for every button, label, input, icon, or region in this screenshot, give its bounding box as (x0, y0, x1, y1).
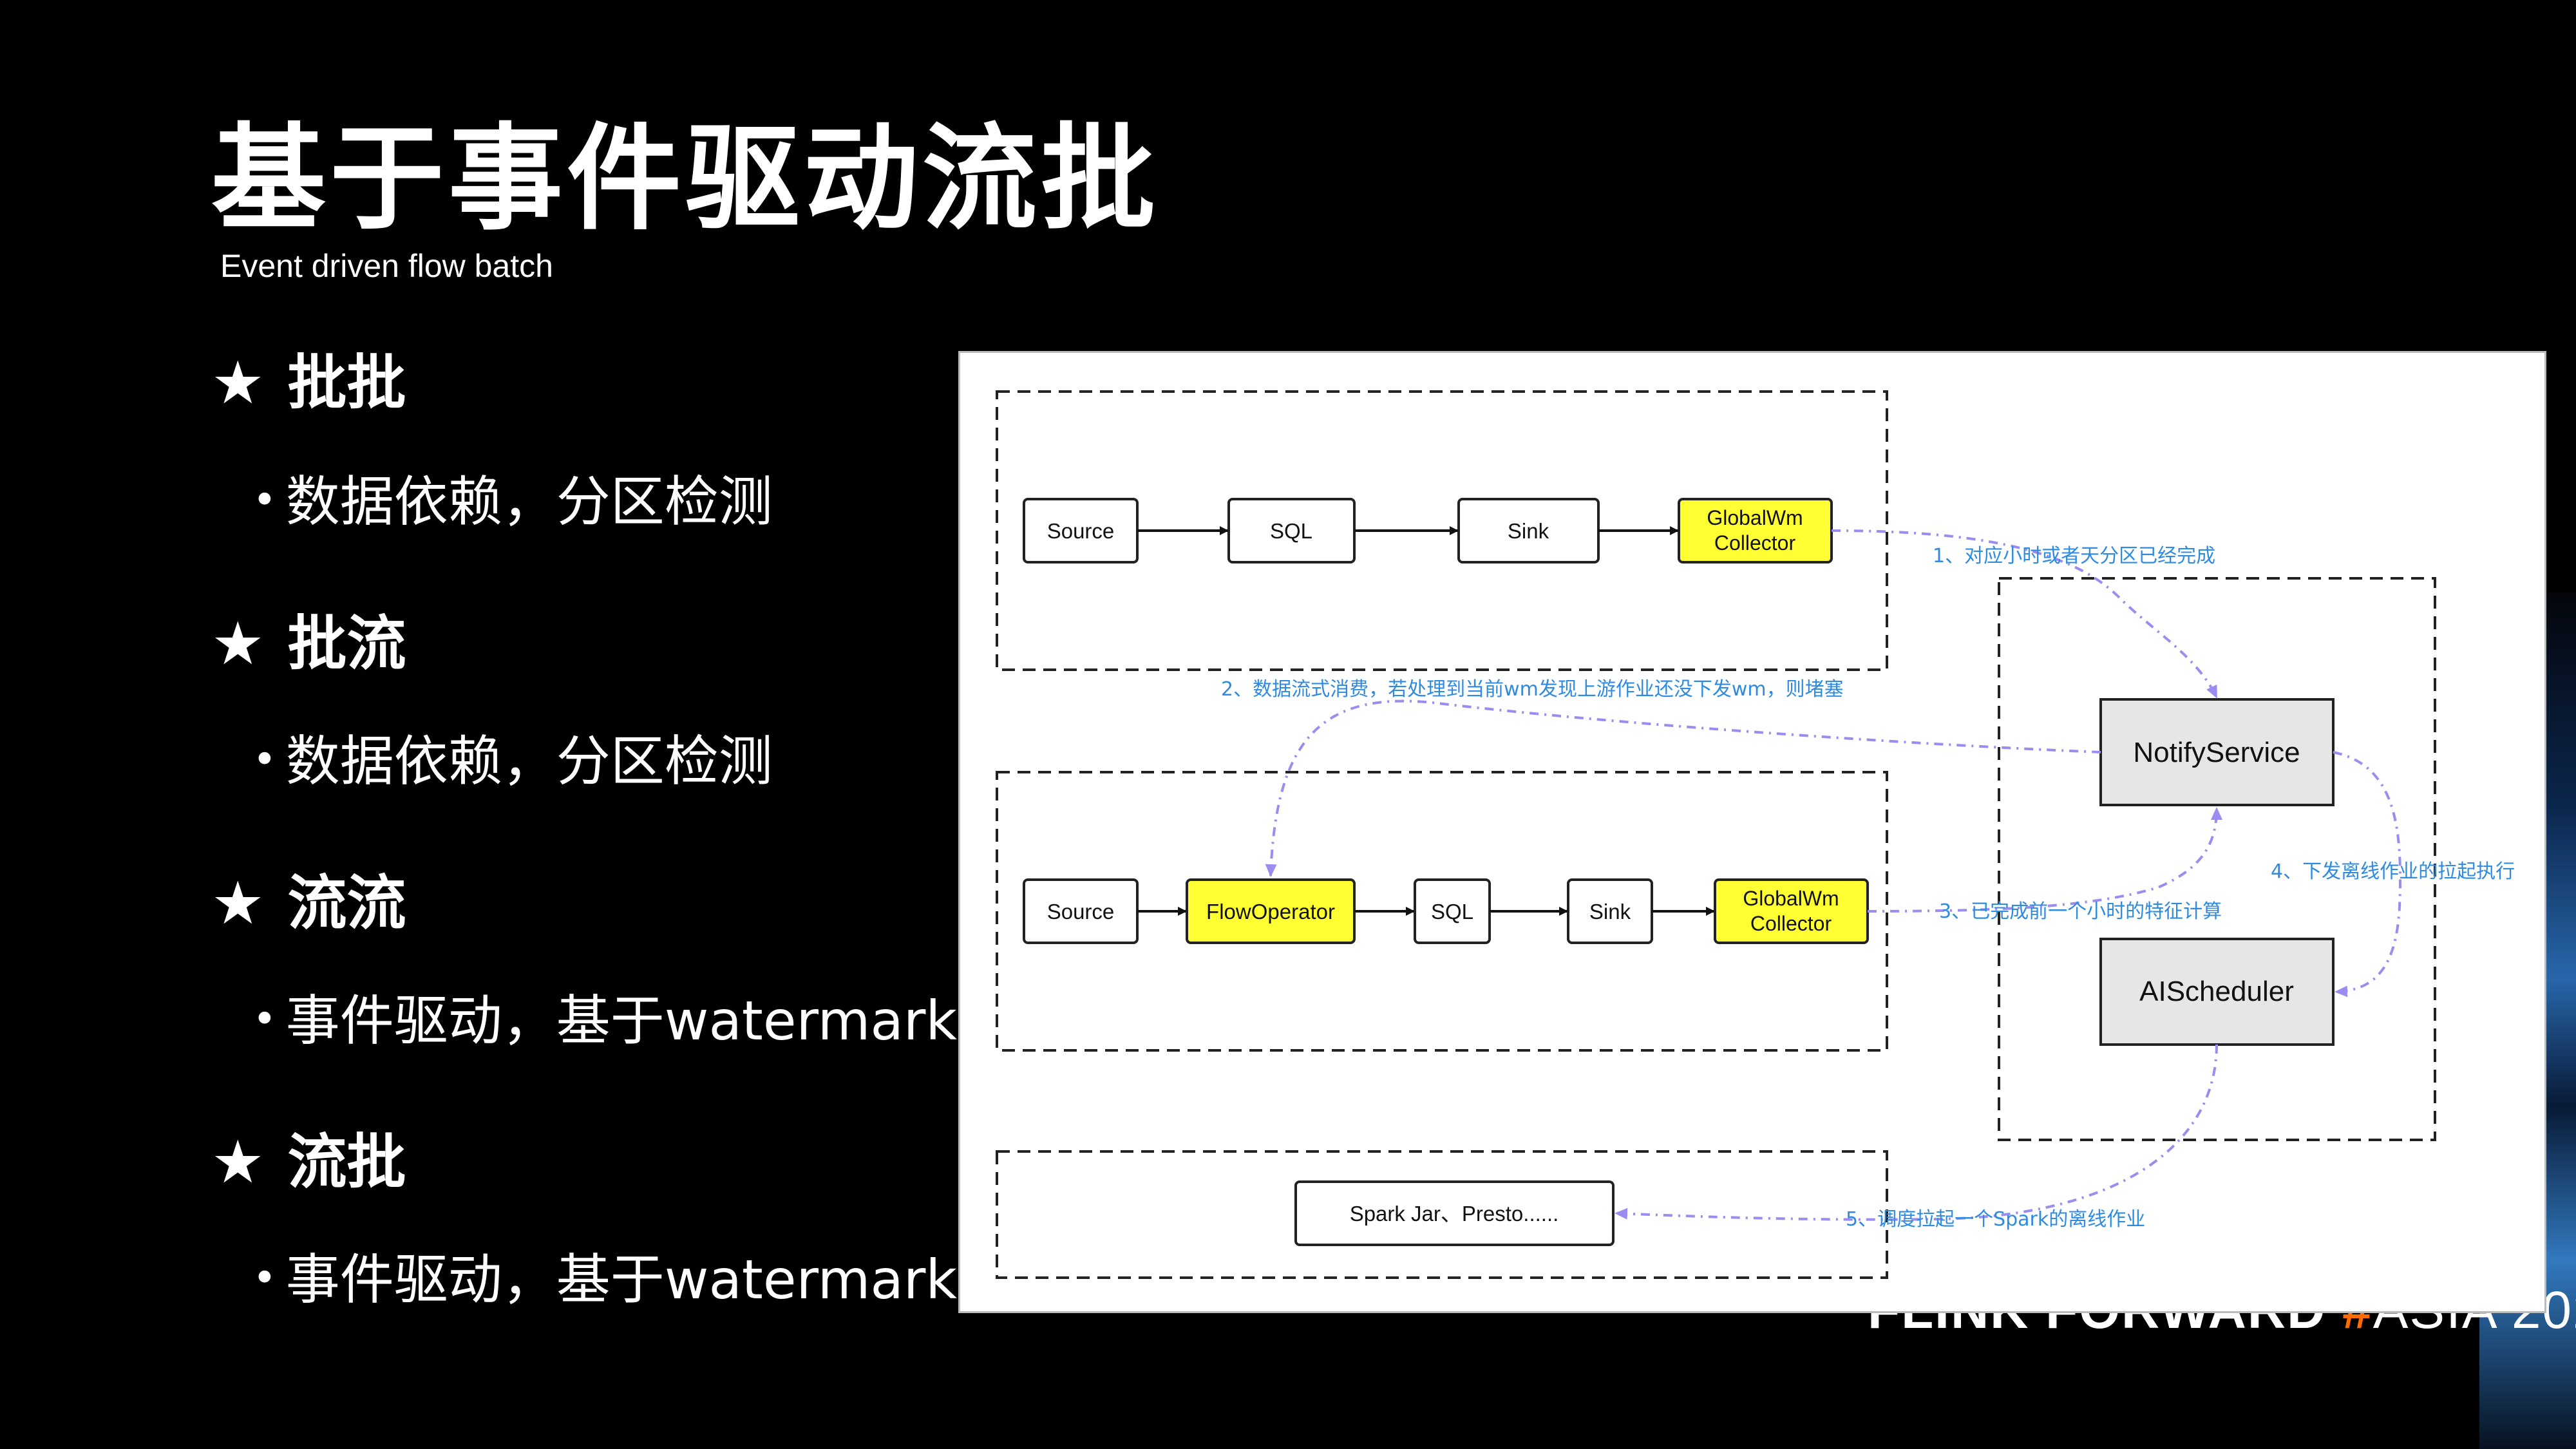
slide-title: 基于事件驱动流批 (211, 112, 1159, 245)
architecture-diagram: Source SQL Sink GlobalWm Collector Sourc… (958, 351, 2546, 1313)
star-icon: ★ (211, 1128, 265, 1197)
ai-scheduler-box (2099, 938, 2334, 1046)
row1-sql-label: SQL (1270, 519, 1312, 543)
star-icon: ★ (211, 348, 265, 417)
group-scheduler (1998, 577, 2436, 1141)
row1-source-label: Source (1047, 519, 1115, 543)
flow-arrow-step4 (2333, 751, 2402, 998)
section-item-label: 事件驱动，基于watermark (285, 989, 958, 1052)
bullet-dot-icon: • (252, 477, 277, 524)
section-item-batch-stream: •数据依赖，分区检测 (252, 718, 773, 796)
group-row1 (996, 390, 1888, 671)
row1-sink-label: Sink (1508, 519, 1549, 543)
section-heading-stream-batch: ★ 流批 (211, 1114, 406, 1200)
group-row3 (996, 1150, 1888, 1279)
flow-arrow-step5 (1615, 1044, 2218, 1221)
notify-service-label: NotifyService (2133, 737, 2300, 768)
row3-spark-box (1294, 1180, 1615, 1246)
section-item-label: 数据依赖，分区检测 (285, 730, 773, 793)
annotation-step2: 2、数据流式消费，若处理到当前wm发现上游作业还没下发wm，则堵塞 (1221, 678, 1844, 701)
section-heading-stream-stream: ★ 流流 (211, 855, 406, 941)
row1-collector-label-line2: Collector (1714, 531, 1796, 554)
row2-sink-label: Sink (1589, 900, 1631, 923)
ai-scheduler-label: AIScheduler (2139, 976, 2294, 1007)
row2-sql-label: SQL (1431, 900, 1473, 923)
section-heading-label: 流批 (287, 1128, 406, 1197)
slide-subtitle: Event driven flow batch (220, 248, 553, 284)
section-item-batch-batch: •数据依赖，分区检测 (252, 459, 773, 536)
annotation-step1: 1、对应小时或者天分区已经完成 (1933, 545, 2215, 567)
star-icon: ★ (211, 609, 265, 678)
row2-collector-label-line1: GlobalWm (1743, 887, 1839, 910)
section-heading-batch-stream: ★ 批流 (211, 596, 406, 681)
section-item-stream-stream: •事件驱动，基于watermark (252, 978, 957, 1056)
section-item-label: 数据依赖，分区检测 (285, 470, 773, 533)
section-heading-label: 流流 (287, 869, 406, 938)
flow-arrow-step2 (1265, 699, 2101, 877)
bullet-dot-icon: • (252, 996, 277, 1043)
row1-collector-label-line1: GlobalWm (1707, 506, 1803, 529)
row2-collector-label-line2: Collector (1750, 912, 1832, 935)
row2-source-label: Source (1047, 900, 1115, 923)
bullet-dot-icon: • (252, 736, 277, 784)
flow-arrow-step1 (1831, 529, 2218, 699)
annotation-step3: 3、已完成前一个小时的特征计算 (1939, 900, 2222, 923)
row2-flowoperator-label: FlowOperator (1206, 900, 1335, 923)
section-heading-batch-batch: ★ 批批 (211, 335, 406, 421)
section-item-label: 事件驱动，基于watermark (285, 1248, 958, 1311)
section-item-stream-batch: •事件驱动，基于watermark (252, 1236, 957, 1314)
section-heading-label: 批流 (287, 609, 406, 678)
flow-arrow-step3 (1867, 807, 2222, 913)
group-row2 (996, 771, 1888, 1052)
bullet-dot-icon: • (252, 1255, 277, 1302)
row3-spark-label: Spark Jar、Presto...... (1350, 1202, 1559, 1226)
section-heading-label: 批批 (287, 348, 406, 417)
star-icon: ★ (211, 869, 265, 938)
notify-service-box (2099, 698, 2334, 806)
annotation-step5: 5、调度拉起一个Spark的离线作业 (1846, 1208, 2145, 1231)
annotation-step4: 4、下发离线作业的拉起执行 (2271, 860, 2515, 883)
